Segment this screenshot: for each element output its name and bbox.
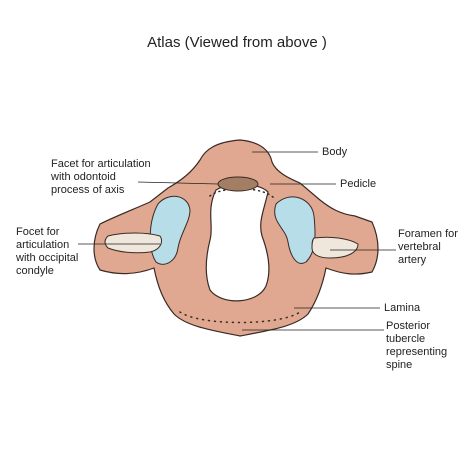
- odontoid-facet: [217, 176, 259, 192]
- foramen-dotted-outline: [209, 188, 275, 199]
- leader-lines: [78, 151, 396, 331]
- label-facet-odontoid: Facet for articulation with odontoid pro…: [51, 158, 151, 196]
- vertebral-foramen: [205, 183, 270, 302]
- posterior-dotted-outline: [179, 311, 301, 324]
- leader-facet-odontoid: [137, 181, 219, 185]
- label-facet-condyle: Focet for articulation with occipital co…: [16, 226, 79, 277]
- label-foramen: Foramen for vertebral artery: [398, 228, 458, 266]
- right-transverse-foramen: [311, 236, 359, 259]
- diagram-title: Atlas (Viewed from above ): [147, 34, 327, 51]
- right-articular-facet: [274, 196, 316, 264]
- label-posterior-tubercle: Posterior tubercle representing spine: [386, 320, 448, 371]
- label-body: Body: [322, 146, 348, 158]
- left-transverse-foramen: [104, 232, 163, 254]
- label-pedicle: Pedicle: [340, 178, 377, 190]
- label-lamina: Lamina: [384, 302, 421, 314]
